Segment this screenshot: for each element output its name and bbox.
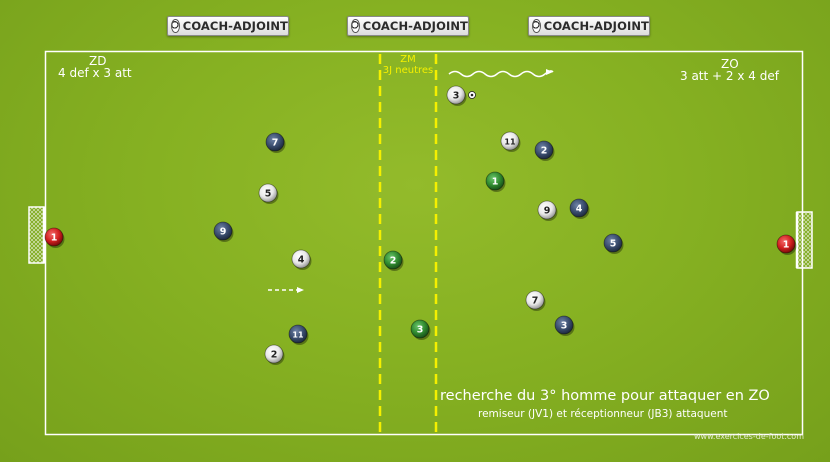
player-number: 9 bbox=[220, 227, 227, 238]
zone-zd-title: ZD bbox=[89, 54, 107, 68]
player-number: 3 bbox=[561, 321, 568, 332]
coach-adjoint-logo-right: COACH-ADJOINT bbox=[528, 16, 650, 36]
player-number: 1 bbox=[51, 233, 58, 244]
player-number: 7 bbox=[532, 296, 539, 307]
player-number: 9 bbox=[544, 206, 551, 217]
zone-zd-subtitle: 4 def x 3 att bbox=[58, 66, 132, 80]
player-number: 5 bbox=[265, 189, 272, 200]
player-token-white-11-right: 11 bbox=[500, 131, 521, 152]
player-token-gk-left: 1 bbox=[44, 227, 65, 248]
soccer-ball-icon bbox=[171, 19, 180, 33]
player-number: 4 bbox=[576, 204, 583, 215]
player-token-white-7-right: 7 bbox=[525, 290, 546, 311]
player-number: 3 bbox=[453, 91, 460, 102]
player-token-green-1: 1 bbox=[485, 171, 506, 192]
player-token-blue-7-left: 7 bbox=[265, 132, 286, 153]
website-footer: www.exercices-de-foot.com bbox=[694, 432, 804, 441]
player-token-white-5-left: 5 bbox=[258, 183, 279, 204]
player-number: 5 bbox=[610, 239, 617, 250]
player-token-white-9-right: 9 bbox=[537, 200, 558, 221]
player-number: 7 bbox=[272, 138, 279, 149]
player-number: 11 bbox=[292, 331, 304, 340]
soccer-ball-icon bbox=[532, 19, 541, 33]
player-number: 2 bbox=[271, 350, 278, 361]
player-number: 2 bbox=[390, 256, 397, 267]
player-token-blue-11-left: 11 bbox=[288, 324, 309, 345]
zone-zm-title: ZM bbox=[400, 54, 416, 65]
player-token-blue-5-right: 5 bbox=[603, 233, 624, 254]
soccer-ball-icon bbox=[351, 19, 360, 33]
players: 7 5 9 4 11 2 1 2 3 3 11 2 1 9 4 5 7 3 1 bbox=[44, 85, 797, 365]
zone-zm-subtitle: 3J neutres bbox=[382, 65, 434, 76]
caption-title: recherche du 3° homme pour attaquer en Z… bbox=[440, 388, 770, 404]
player-token-blue-4-right: 4 bbox=[569, 198, 590, 219]
player-number: 1 bbox=[783, 240, 790, 251]
player-token-white-2-left: 2 bbox=[264, 344, 285, 365]
run-arrow bbox=[268, 287, 304, 293]
player-token-white-4-left: 4 bbox=[291, 249, 312, 270]
player-token-green-3: 3 bbox=[410, 319, 431, 340]
player-token-green-2: 2 bbox=[383, 250, 404, 271]
soccer-ball-icon bbox=[468, 91, 476, 99]
player-number: 4 bbox=[298, 255, 305, 266]
logo-text: COACH-ADJOINT bbox=[182, 19, 288, 33]
logo-text: COACH-ADJOINT bbox=[362, 19, 468, 33]
player-number: 11 bbox=[504, 138, 516, 147]
player-number: 1 bbox=[492, 177, 499, 188]
player-token-gk-right: 1 bbox=[776, 234, 797, 255]
field-boundary bbox=[44, 50, 804, 436]
player-token-blue-3-right: 3 bbox=[554, 315, 575, 336]
coach-adjoint-logo-left: COACH-ADJOINT bbox=[167, 16, 289, 36]
player-number: 3 bbox=[417, 325, 424, 336]
goal-left bbox=[28, 206, 46, 264]
zone-zo-title: ZO bbox=[721, 57, 739, 71]
coach-adjoint-logo-center: COACH-ADJOINT bbox=[347, 16, 469, 36]
goal-right bbox=[795, 211, 813, 269]
zone-zo-subtitle: 3 att + 2 x 4 def bbox=[680, 69, 779, 83]
dribble-arrow bbox=[448, 69, 554, 78]
player-token-blue-9-left: 9 bbox=[213, 221, 234, 242]
player-token-white-3-ball: 3 bbox=[446, 85, 467, 106]
caption-subtitle: remiseur (JV1) et réceptionneur (JB3) at… bbox=[478, 408, 728, 420]
logo-text: COACH-ADJOINT bbox=[543, 19, 649, 33]
player-number: 2 bbox=[541, 146, 548, 157]
player-token-blue-2-right: 2 bbox=[534, 140, 555, 161]
